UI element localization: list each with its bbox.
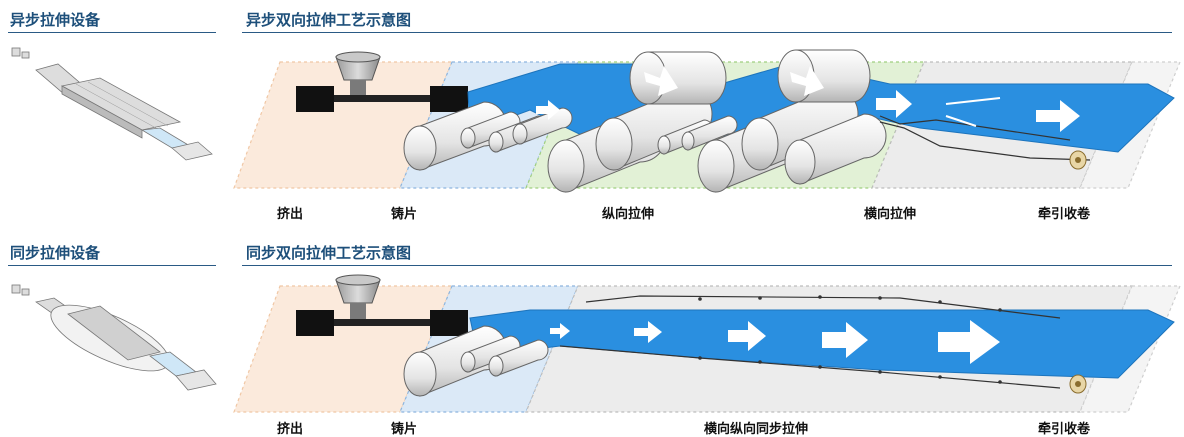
async-equipment-illustration <box>11 47 213 161</box>
sync-stretch-rails <box>559 295 1061 389</box>
sync-equipment-title: 同步拉伸设备 <box>10 244 101 262</box>
async-stage-extrusion: 挤出 <box>276 207 304 222</box>
async-extruder <box>296 51 468 112</box>
sync-stage-extrusion: 挤出 <box>276 422 304 437</box>
async-stretch-lines <box>945 97 1001 127</box>
sync-winding-roll <box>1069 374 1087 394</box>
async-curved-arrow-2 <box>790 66 824 96</box>
async-stage-winding: 牵引收卷 <box>1037 207 1091 222</box>
async-equipment-rule <box>8 32 216 33</box>
sync-extruder <box>296 274 468 336</box>
async-stage-md-stretch: 纵向拉伸 <box>601 207 655 222</box>
sync-stage-casting: 铸片 <box>390 422 418 437</box>
sync-direction-arrows <box>550 320 1000 364</box>
sync-casting-rollers <box>403 325 549 397</box>
sync-process-rule <box>242 265 1172 266</box>
sync-process-title: 同步双向拉伸工艺示意图 <box>246 244 412 262</box>
sync-equipment-rule <box>8 265 216 266</box>
sync-stage-simultaneous-stretch: 横向纵向同步拉伸 <box>703 422 809 437</box>
async-process-rule <box>242 32 1172 33</box>
sync-clips <box>698 295 1002 384</box>
async-stage-td-stretch: 横向拉伸 <box>863 207 917 222</box>
async-casting-rollers <box>403 101 573 171</box>
async-process-title: 异步双向拉伸工艺示意图 <box>246 11 412 29</box>
async-winding-roll <box>1069 150 1087 170</box>
async-direction-arrows <box>536 66 1080 132</box>
sync-equipment-illustration <box>11 284 217 391</box>
async-td-rails <box>879 115 1091 161</box>
async-curved-arrow-1 <box>644 66 678 96</box>
sync-stage-winding: 牵引收卷 <box>1037 422 1091 437</box>
async-equipment-title: 异步拉伸设备 <box>10 11 101 29</box>
async-stage-casting: 铸片 <box>390 207 418 222</box>
